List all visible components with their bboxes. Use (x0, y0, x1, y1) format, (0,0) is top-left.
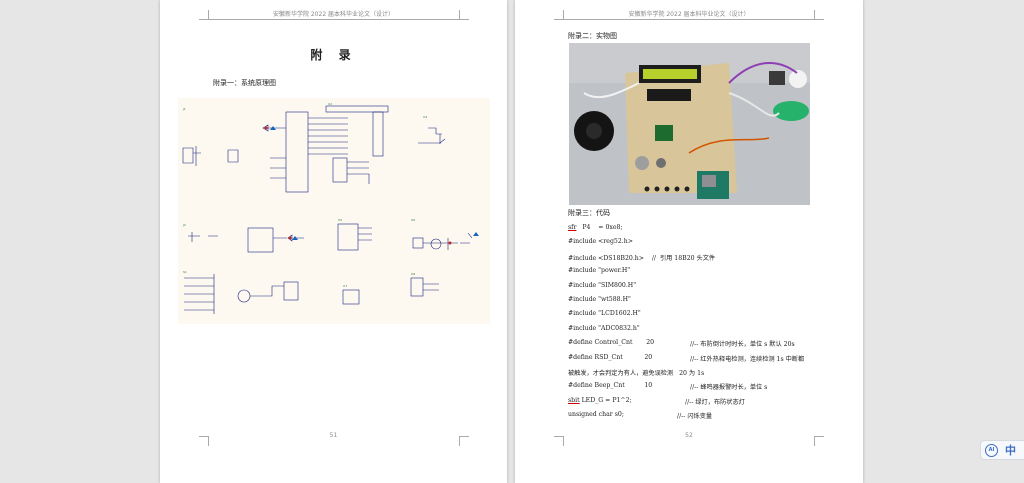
code-comment: //-- 红外热释电检测，连续检测 1s 中断都 (690, 355, 805, 363)
code-line: #include "wt588.H" (568, 296, 631, 303)
code-text: 被触发，才会判定为有人，避免误检测 20 为 1s (568, 370, 705, 377)
code-text: #define Control_Cnt 20 (568, 339, 655, 347)
code-text: LED_G = P1^2; (579, 396, 632, 404)
crop-mark (459, 10, 469, 20)
code-line: sfr P4 = 0xe8; (568, 224, 623, 231)
header-rule (208, 19, 459, 20)
code-text: #include "SIM800.H" (568, 281, 637, 289)
document-page-51: 安徽新华学院 2022 届本科毕业论文（设计） 附 录 附录一：系统原理图 (160, 0, 507, 483)
appendix-title: 附 录 (310, 48, 357, 62)
code-text: P4 = 0xe8; (576, 224, 623, 231)
translate-widget[interactable]: AI 中 (980, 440, 1024, 460)
translate-language-label[interactable]: 中 (1005, 444, 1016, 457)
code-keyword: sbit (568, 396, 580, 404)
svg-text:S1: S1 (183, 270, 187, 274)
page-header: 安徽新华学院 2022 届本科毕业论文（设计） (628, 11, 750, 18)
code-line: #define RSD_Cnt 20 (568, 354, 652, 361)
code-line: #include "SIM800.H" (568, 282, 636, 289)
header-rule (563, 19, 815, 20)
code-text: #include "LCD1602.H" (568, 310, 641, 318)
code-line: #include "power.H" (568, 267, 630, 274)
svg-text:U4: U4 (423, 115, 427, 119)
code-comment: //-- 布防倒计时时长，单位 s 默认 20s (690, 341, 795, 349)
crop-mark (814, 10, 824, 20)
code-keyword: sfr (568, 224, 577, 231)
svg-text:U7: U7 (343, 284, 347, 288)
section-heading-code: 附录三：代码 (568, 209, 610, 217)
code-text: #include <DS18B20.h> // 引用 18B20 头文件 (568, 254, 716, 262)
code-text: #include <reg52.h> (568, 238, 633, 246)
code-line: unsigned char s0; (568, 411, 624, 418)
section-heading-photo: 附录二：实物图 (568, 32, 617, 40)
crop-mark (814, 436, 824, 446)
code-text: #include "power.H" (568, 267, 631, 275)
document-page-52: 安徽新华学院 2022 届本科毕业论文（设计） 附录二：实物图 (515, 0, 863, 483)
code-line: #include "LCD1602.H" (568, 310, 641, 317)
crop-mark (459, 436, 469, 446)
code-text: #define Beep_Cnt 10 (568, 382, 653, 390)
code-comment: //-- 闪烁变量 (677, 413, 713, 421)
page-number: 51 (329, 432, 338, 439)
code-line: #include <reg52.h> (568, 238, 633, 245)
translate-icon[interactable]: AI (985, 444, 998, 457)
hardware-photo (569, 43, 810, 205)
code-text: #define RSD_Cnt 20 (568, 353, 653, 361)
code-line: #include "ADC0832.h" (568, 325, 640, 332)
section-heading-schematic: 附录一：系统原理图 (213, 79, 276, 87)
code-line: #define Control_Cnt 20 (568, 339, 654, 346)
code-comment: //-- 绿灯，布防状态灯 (685, 398, 745, 406)
svg-text:U8: U8 (411, 272, 415, 276)
svg-text:J2: J2 (182, 223, 186, 227)
svg-text:J1: J1 (182, 107, 186, 111)
code-line: sbit LED_G = P1^2; (568, 397, 632, 404)
svg-text:U6: U6 (411, 218, 415, 222)
crop-mark (199, 10, 209, 20)
page-number: 52 (685, 432, 693, 439)
svg-text:U5: U5 (338, 218, 342, 222)
code-text: unsigned char s0; (568, 411, 624, 419)
code-comment: //-- 蜂鸣器报警时长，单位 s (690, 384, 768, 392)
crop-mark (554, 10, 564, 20)
code-text: #include "ADC0832.h" (568, 324, 640, 332)
svg-text:U2: U2 (328, 102, 332, 106)
page-header: 安徽新华学院 2022 届本科毕业论文（设计） (272, 11, 395, 18)
code-text: #include "wt588.H" (568, 296, 631, 303)
crop-mark (554, 436, 564, 446)
code-line: #include <DS18B20.h> // 引用 18B20 头文件 (568, 253, 715, 262)
crop-mark (199, 436, 209, 446)
code-line: #define Beep_Cnt 10 (568, 382, 652, 389)
code-line: 被触发，才会判定为有人，避免误检测 20 为 1s (568, 368, 704, 377)
